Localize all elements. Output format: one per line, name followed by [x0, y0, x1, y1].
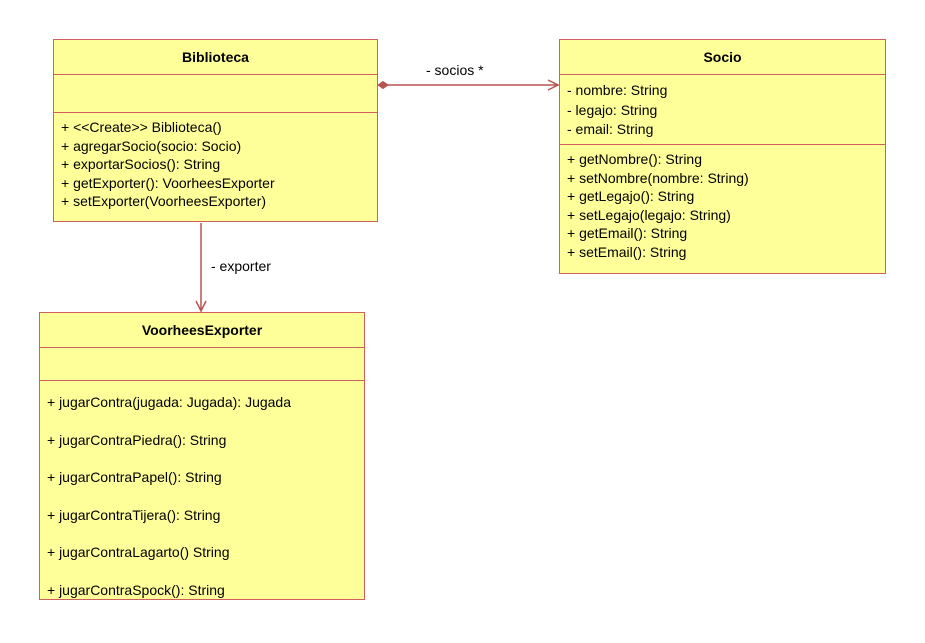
methods-compartment: + <<Create>> Biblioteca() + agregarSocio…: [54, 113, 377, 211]
attribute: - legajo: String: [567, 101, 658, 118]
attributes-compartment: [54, 75, 377, 113]
class-socio[interactable]: Socio - nombre: String - legajo: String …: [559, 39, 886, 274]
method: + agregarSocio(socio: Socio): [61, 137, 242, 154]
class-biblioteca[interactable]: Biblioteca + <<Create>> Biblioteca() + a…: [53, 39, 378, 222]
method: + jugarContraLagarto() String: [47, 544, 230, 560]
class-name: VoorheesExporter: [40, 313, 364, 348]
method: + exportarSocios(): String: [61, 156, 221, 172]
attributes-compartment: - nombre: String - legajo: String - emai…: [560, 75, 885, 145]
association-exporter-label: - exporter: [211, 258, 271, 274]
method: + getEmail(): String: [567, 225, 688, 241]
association-socios-label: - socios *: [426, 62, 484, 78]
method: + setNombre(nombre: String): [567, 169, 749, 186]
attribute: - email: String: [567, 121, 654, 137]
attribute: - nombre: String: [567, 82, 668, 98]
method: + getLegajo(): String: [567, 188, 695, 204]
methods-compartment: + jugarContra(jugada: Jugada): Jugada + …: [40, 381, 364, 609]
association-socios[interactable]: [377, 80, 558, 90]
method: + jugarContraPiedra(): String: [47, 431, 227, 448]
method: + setExporter(VoorheesExporter): [61, 193, 267, 209]
class-name: Biblioteca: [54, 40, 377, 75]
attributes-compartment: [40, 348, 364, 381]
method: + <<Create>> Biblioteca(): [61, 119, 222, 135]
class-voorhees-exporter[interactable]: VoorheesExporter + jugarContra(jugada: J…: [39, 312, 365, 600]
composition-diamond-icon: [377, 80, 389, 90]
method: + getExporter(): VoorheesExporter: [61, 174, 275, 191]
method: + setEmail(): String: [567, 243, 687, 260]
method: + setLegajo(legajo: String): [567, 206, 731, 223]
method: + jugarContraPapel(): String: [47, 469, 222, 485]
method: + jugarContra(jugada: Jugada): Jugada: [47, 394, 292, 410]
class-name: Socio: [560, 40, 885, 75]
method: + jugarContraSpock(): String: [47, 581, 225, 598]
method: + getNombre(): String: [567, 151, 702, 167]
methods-compartment: + getNombre(): String + setNombre(nombre…: [560, 145, 885, 261]
method: + jugarContraTijera(): String: [47, 506, 221, 523]
